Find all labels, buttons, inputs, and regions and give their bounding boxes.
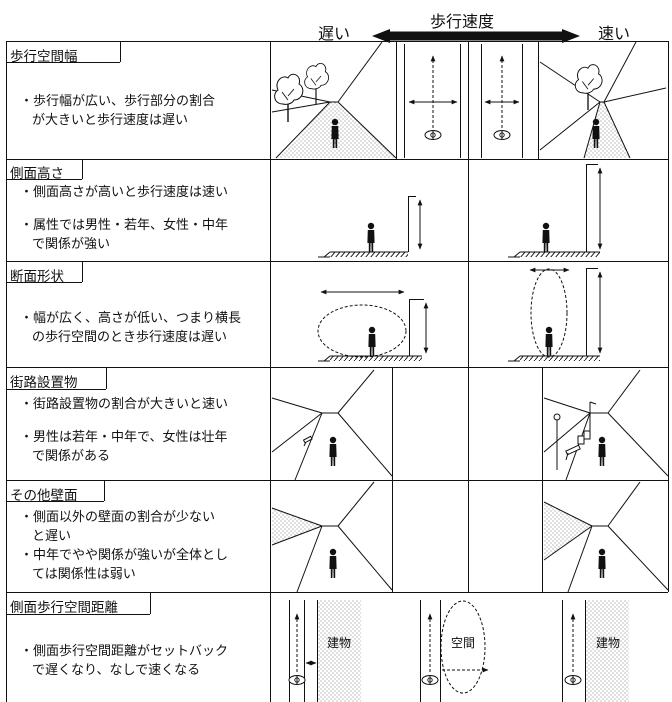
row1-wide-plan [404, 44, 461, 158]
row5-title: その他壁面 [10, 488, 78, 504]
row2-bullet-2: ・属性では男性・若年、女性・中年 [20, 218, 229, 233]
row1-title: 歩行空間幅 [10, 49, 78, 65]
walking-speed-title: 歩行速度 [430, 12, 495, 31]
table-grid [6, 41, 669, 702]
row2-bullet-3: で関係が強い [32, 237, 111, 252]
row3-title: 断面形状 [10, 269, 64, 285]
fast-label: 速い [598, 24, 631, 43]
row6-bullet-2: で遅くなり、なしで速くなる [32, 663, 201, 678]
row4-bullet-2: ・男性は若年・中年で、女性は壮年 [20, 430, 228, 445]
row5-bullet-1: ・側面以外の壁面の割合が少ない [20, 510, 216, 525]
slow-label: 遅い [318, 24, 351, 43]
row6-setback-plan [288, 600, 361, 702]
row5-bullet-3: ・中年でやや関係が強いが全体とし [20, 548, 229, 563]
space-label: 空間 [451, 636, 476, 650]
row5-bullet-4: ては関係性は弱い [32, 567, 136, 582]
row3-bullet-1: ・幅が広く、高さが低い、つまり横長 [20, 311, 242, 326]
row4-many-objects-perspective [543, 369, 669, 481]
row6-title: 側面歩行空間距離 [10, 600, 118, 616]
row4-left-person [329, 436, 337, 466]
row5-small-wall-perspective [271, 481, 393, 593]
row1-narrow-plan [481, 44, 523, 158]
row5-bullet-2: と遅い [32, 529, 72, 544]
row3-wide-low-section [317, 289, 429, 362]
building-label-left: 建物 [327, 636, 352, 650]
row6-no-setback-plan [562, 600, 629, 702]
row3-bullet-2: の歩行空間のとき歩行速度は遅い [32, 330, 228, 345]
row4-right-person [598, 436, 606, 466]
row2-low-wall-section [318, 196, 423, 258]
row4-title: 街路設置物 [10, 375, 78, 391]
row6-open-space-plan [420, 600, 489, 702]
building-label-right: 建物 [596, 636, 621, 650]
row2-title: 側面高さ [10, 166, 64, 182]
speed-axis-arrow [372, 29, 580, 43]
row5-large-wall-perspective [543, 481, 669, 593]
row6-bullet-1: ・側面歩行空間距離がセットバック [20, 644, 229, 659]
row3-narrow-tall-section [508, 267, 603, 362]
row4-few-objects-perspective [271, 369, 393, 481]
row1-bullet-1: ・歩行幅が広い、歩行部分の割合 [20, 94, 216, 109]
row1-bullet-2: が大きいと歩行速度は遅い [32, 113, 189, 128]
row1-narrow-street-perspective [539, 41, 667, 159]
row1-wide-street-perspective [271, 41, 397, 159]
row4-bullet-3: で関係がある [32, 449, 111, 464]
row4-bullet-1: ・街路設置物の割合が大きいと速い [20, 397, 229, 412]
row2-high-wall-section [508, 164, 603, 258]
row2-bullet-1: ・側面高さが高いと歩行速度は速い [20, 185, 229, 200]
